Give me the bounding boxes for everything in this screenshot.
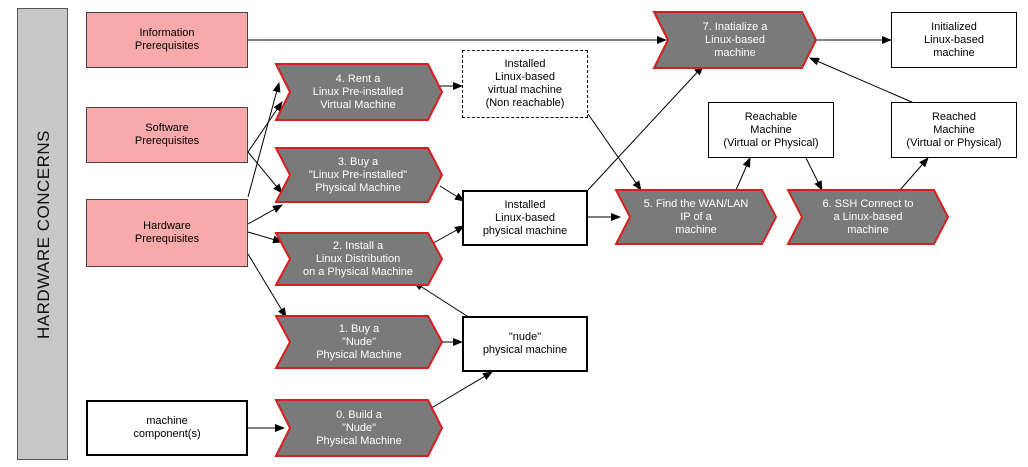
step-0-build-nude-machine: 0. Build a "Nude" Physical Machine (316, 408, 402, 447)
machine-components-box: machine component(s) (86, 400, 248, 456)
arrow-nude-to-step2 (413, 281, 471, 319)
arrow-software-to-step4 (247, 101, 283, 153)
step-4-shape (274, 63, 444, 121)
step-5-shape (614, 189, 778, 245)
reachable-machine-box: Reachable Machine (Virtual or Physical) (708, 102, 834, 158)
installed-virtual-machine-box: Installed Linux-based virtual machine (N… (462, 50, 588, 118)
hardware-concerns-band: HARDWARE CONCERNS (17, 8, 68, 460)
arrow-step3-to-installed (439, 185, 465, 202)
step-5-find-ip: 5. Find the WAN/LAN IP of a machine (643, 197, 749, 236)
arrow-virtual-to-step5 (587, 113, 642, 191)
step-2-install-linux: 2. Install a Linux Distribution on a Phy… (302, 239, 414, 278)
arrow-hardware-to-step4 (247, 82, 281, 198)
arrow-step0-to-nude (427, 371, 493, 411)
initialized-machine-box: Initialized Linux-based machine (891, 12, 1017, 68)
software-prerequisites-box: Software Prerequisites (86, 107, 248, 163)
arrow-hardware-to-step3 (247, 204, 283, 225)
step-3-buy-preinstalled-machine: 3. Buy a "Linux Pre-installed" Physical … (308, 155, 408, 194)
arrow-step6-to-reached (899, 157, 929, 191)
arrow-reachable-to-step6 (805, 157, 823, 191)
arrow-step5-to-reachable (735, 157, 751, 191)
installed-physical-machine-box: Installed Linux-based physical machine (462, 190, 588, 246)
step-3-shape (274, 147, 444, 203)
arrow-installed-to-step7 (587, 65, 704, 191)
arrow-hardware-to-step1 (247, 253, 287, 318)
step-6-shape (786, 189, 950, 245)
step-6-ssh-connect: 6. SSH Connect to a Linux-based machine (822, 197, 914, 236)
step-4-rent-virtual-machine: 4. Rent a Linux Pre-installed Virtual Ma… (312, 72, 404, 111)
step-2-shape (274, 232, 444, 286)
step-7-initialize-machine: 7. Inatialize a Linux-based machine (702, 20, 768, 59)
nude-physical-machine-box: "nude" physical machine (462, 316, 588, 372)
step-7-shape (652, 11, 818, 69)
arrow-software-to-step3 (247, 151, 283, 194)
step-1-buy-nude-machine: 1. Buy a "Nude" Physical Machine (316, 322, 402, 361)
arrow-reached-to-step7 (809, 57, 915, 104)
information-prerequisites-box: Information Prerequisites (86, 12, 248, 68)
step-1-shape (274, 315, 444, 369)
arrow-hardware-to-step2 (247, 231, 283, 244)
hardware-prerequisites-box: Hardware Prerequisites (86, 199, 248, 267)
reached-machine-box: Reached Machine (Virtual or Physical) (891, 102, 1017, 158)
step-0-shape (274, 399, 444, 457)
